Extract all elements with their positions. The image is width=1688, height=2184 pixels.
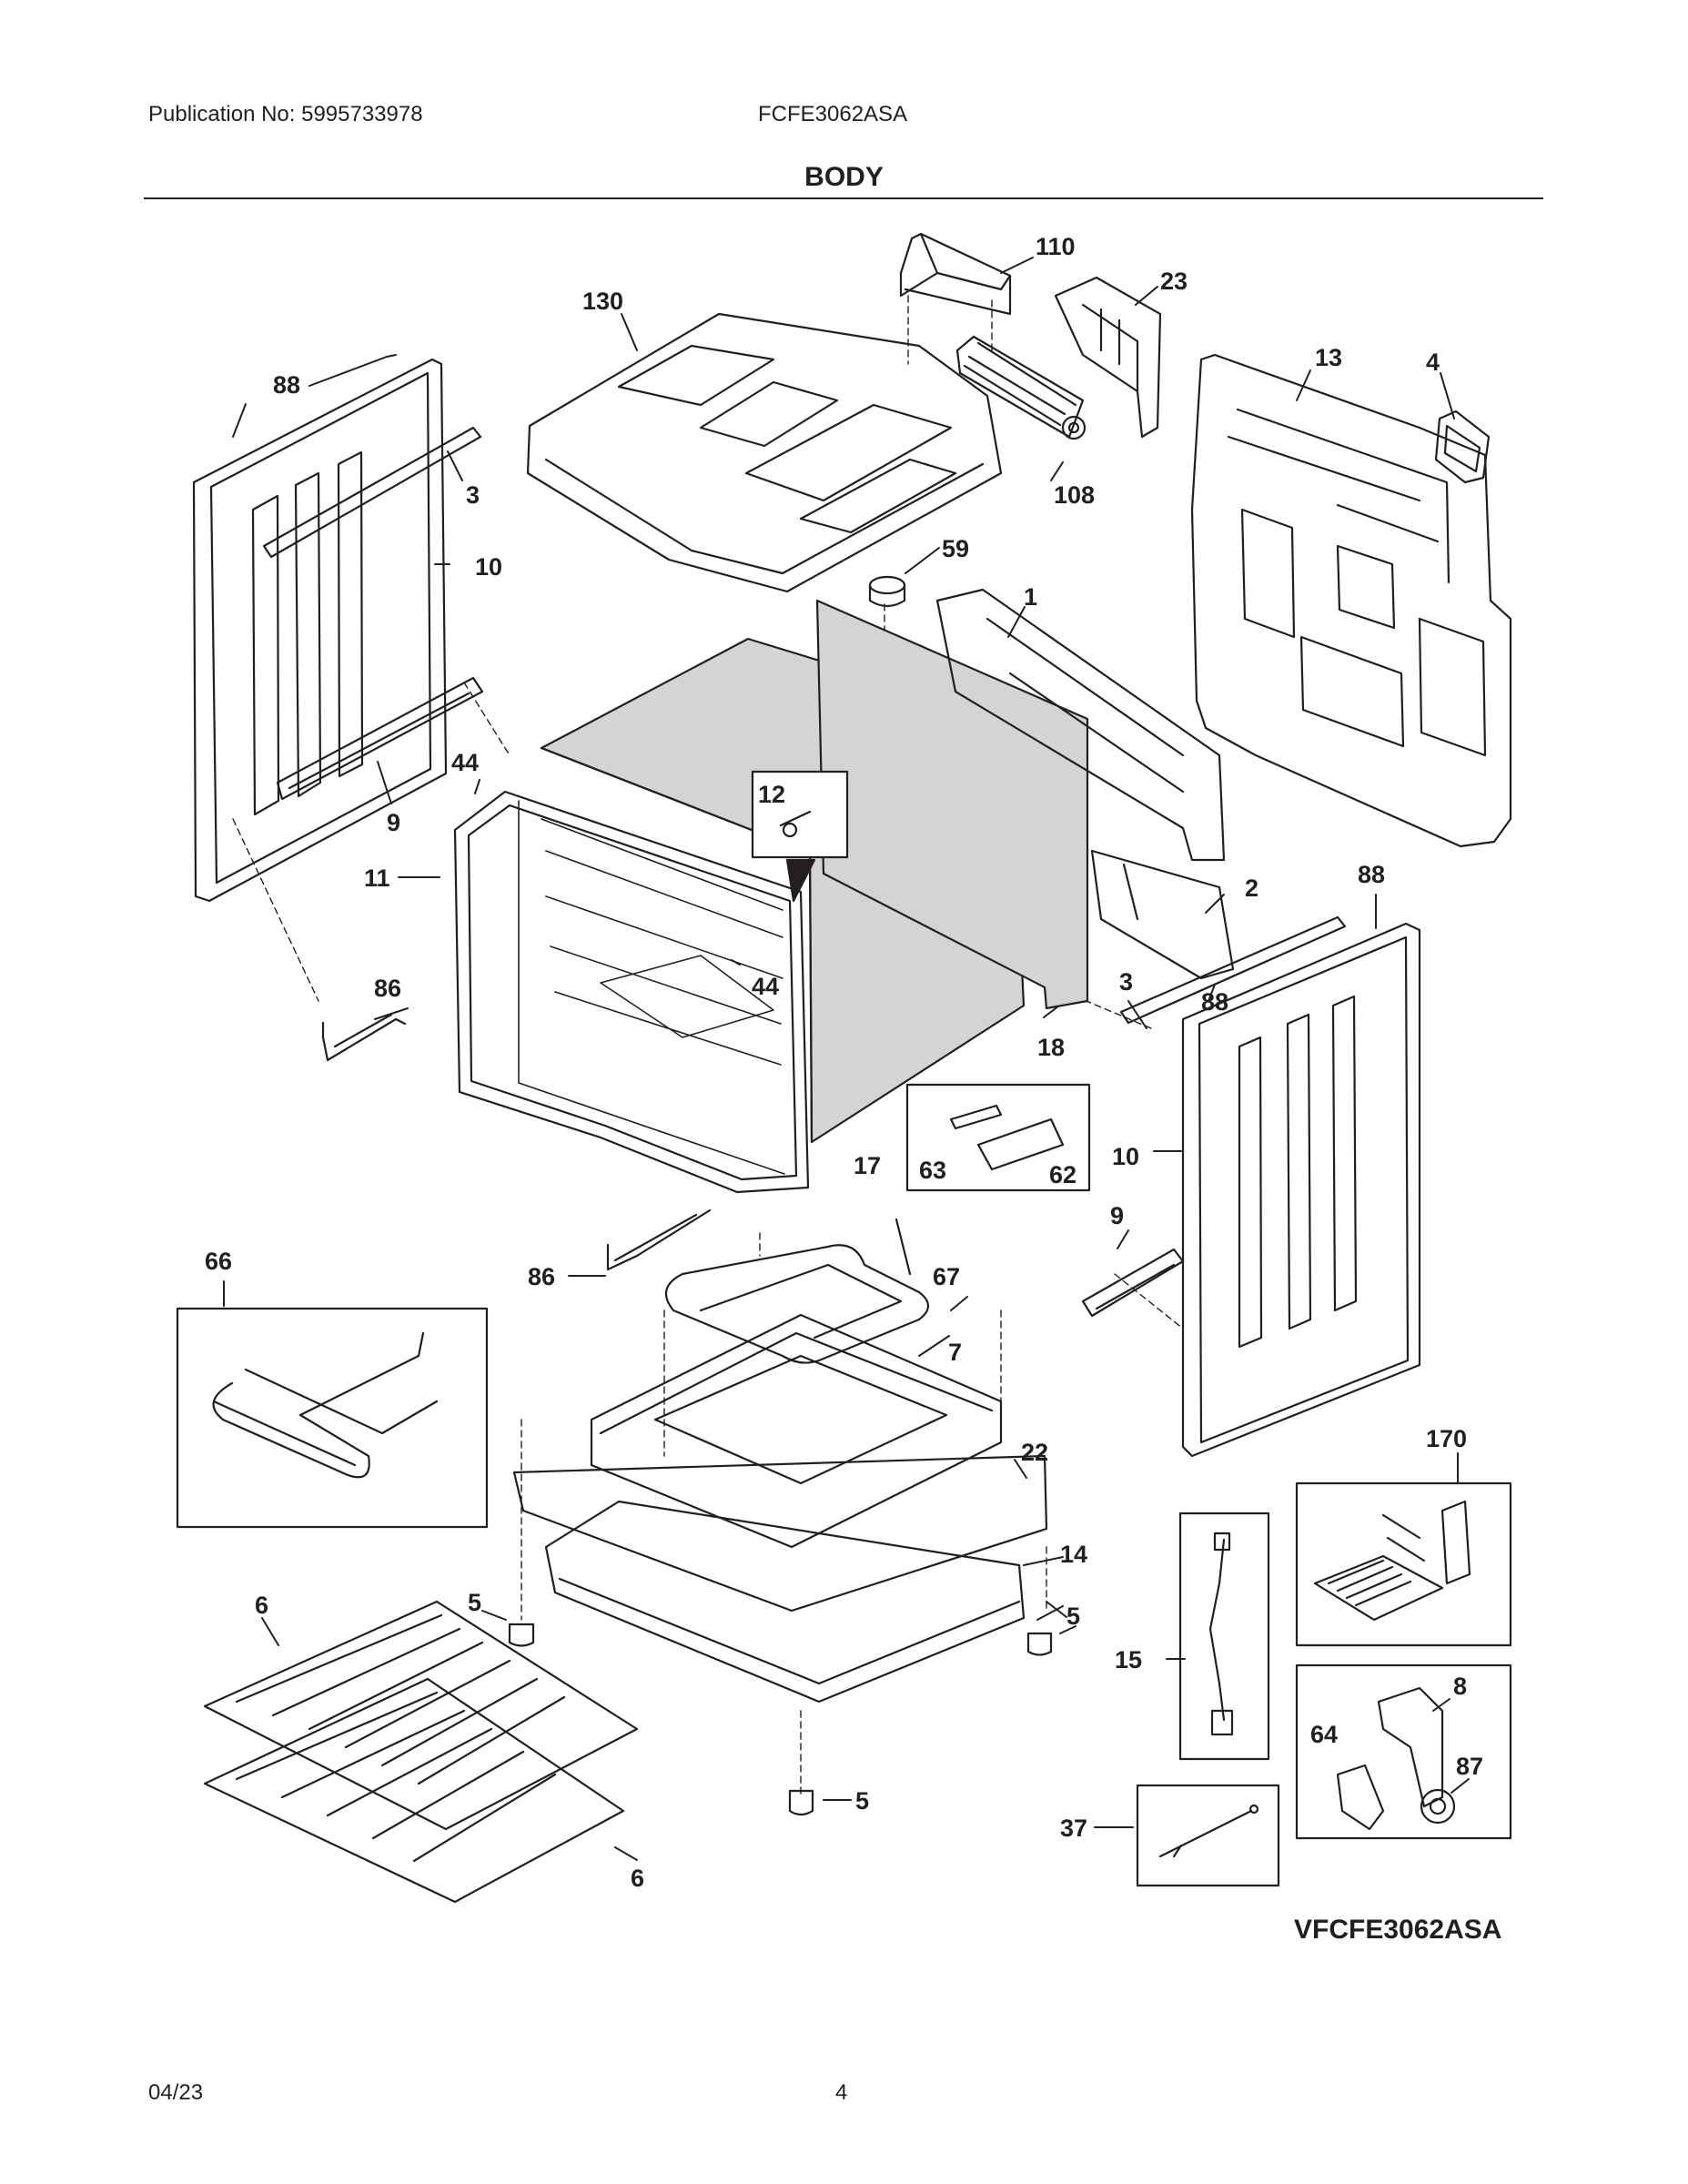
callout-10: 10 [475, 553, 502, 581]
callout-15: 15 [1115, 1646, 1142, 1673]
part-cavity-interior [518, 800, 785, 1175]
callout-44-lower: 44 [752, 973, 779, 1000]
callout-86: 86 [374, 975, 401, 1002]
callout-2: 2 [1245, 875, 1258, 902]
callout-44: 44 [451, 749, 479, 776]
callout-108: 108 [1054, 481, 1095, 509]
part-insulation-blanket [815, 599, 1089, 1010]
callout-37: 37 [1060, 1815, 1087, 1842]
callout-12: 12 [758, 781, 785, 808]
callout-130: 130 [582, 288, 623, 315]
callout-17: 17 [854, 1152, 881, 1179]
callout-67: 67 [933, 1263, 960, 1290]
model-number: FCFE3062ASA [758, 102, 908, 126]
inset-light-assembly [751, 770, 849, 903]
callout-13: 13 [1315, 344, 1342, 371]
part-right-side-panel [1181, 922, 1421, 1458]
part-top-panel [526, 312, 1003, 593]
callout-170: 170 [1426, 1425, 1467, 1452]
part-right-rack-slide [1081, 1248, 1185, 1318]
callout-11: 11 [364, 864, 390, 892]
callout-8: 8 [1453, 1673, 1467, 1700]
footer-date: 04/23 [148, 2080, 204, 2105]
callout-labels: 110 23 130 13 4 88 3 108 10 59 1 44 12 9… [205, 233, 1501, 1945]
callout-6-lower: 6 [631, 1865, 644, 1892]
part-left-rail [262, 426, 482, 559]
callout-3-right: 3 [1119, 968, 1133, 996]
callout-7: 7 [948, 1339, 962, 1366]
callout-10-right: 10 [1112, 1143, 1139, 1170]
part-bracket-2 [1090, 849, 1235, 980]
part-bottom-trim [512, 1454, 1048, 1613]
callout-5-right: 5 [1066, 1603, 1080, 1630]
part-left-rack-slide [276, 676, 484, 801]
inset-hardware-kit [1295, 1481, 1512, 1647]
callout-86-lower: 86 [528, 1263, 555, 1290]
callout-87: 87 [1456, 1753, 1483, 1780]
callout-5-left: 5 [468, 1589, 481, 1616]
callout-63: 63 [919, 1157, 946, 1184]
part-door-gasket [453, 790, 810, 1194]
callout-23: 23 [1160, 268, 1188, 295]
callout-9-right: 9 [1110, 1202, 1124, 1229]
callout-88-rail: 88 [1201, 988, 1228, 1016]
callout-1: 1 [1024, 583, 1037, 611]
part-right-rail [1119, 915, 1347, 1025]
part-sensor-86 [321, 1013, 712, 1271]
diagram-reference-code: VFCFE3062ASA [1294, 1915, 1501, 1945]
callout-22: 22 [1021, 1439, 1048, 1466]
part-control-frame [935, 588, 1226, 862]
inset-wire-harness [1178, 1512, 1270, 1761]
inset-terminal-block [905, 1083, 1091, 1192]
part-convection-fan [955, 335, 1087, 440]
part-fan-bracket [899, 232, 1012, 316]
callout-66: 66 [205, 1248, 232, 1275]
callout-88-right: 88 [1358, 861, 1385, 888]
callout-14: 14 [1060, 1541, 1087, 1568]
callout-59: 59 [942, 535, 969, 562]
part-bake-element [664, 1218, 930, 1364]
header-rule [144, 197, 1543, 199]
part-floor-panel [590, 1313, 1003, 1549]
part-oven-rack [203, 1600, 639, 1904]
callout-6-upper: 6 [255, 1592, 268, 1619]
part-cooling-fan [868, 575, 906, 608]
inset-broil-element [176, 1307, 489, 1529]
callout-88: 88 [273, 371, 300, 399]
callout-4: 4 [1426, 349, 1440, 376]
part-leveling-leg [508, 1623, 1053, 1816]
callout-18: 18 [1037, 1034, 1065, 1061]
page-number: 4 [835, 2080, 848, 2105]
part-left-side-panel [192, 358, 448, 903]
callout-9: 9 [387, 809, 400, 836]
callout-64: 64 [1310, 1721, 1338, 1748]
callout-62: 62 [1049, 1161, 1076, 1188]
part-bottom-panel [544, 1500, 1026, 1704]
callout-5-bottom: 5 [855, 1787, 869, 1815]
part-fan-shroud [1054, 276, 1162, 439]
callout-3: 3 [466, 481, 480, 509]
inset-bracket-kit [1295, 1663, 1512, 1840]
callout-110: 110 [1036, 233, 1076, 260]
inset-sensor-probe [1136, 1784, 1280, 1887]
part-rear-panel [1190, 353, 1512, 848]
section-title: BODY [804, 162, 884, 192]
publication-number: Publication No: 5995733978 [148, 102, 423, 126]
part-cover-plate [1434, 410, 1491, 484]
